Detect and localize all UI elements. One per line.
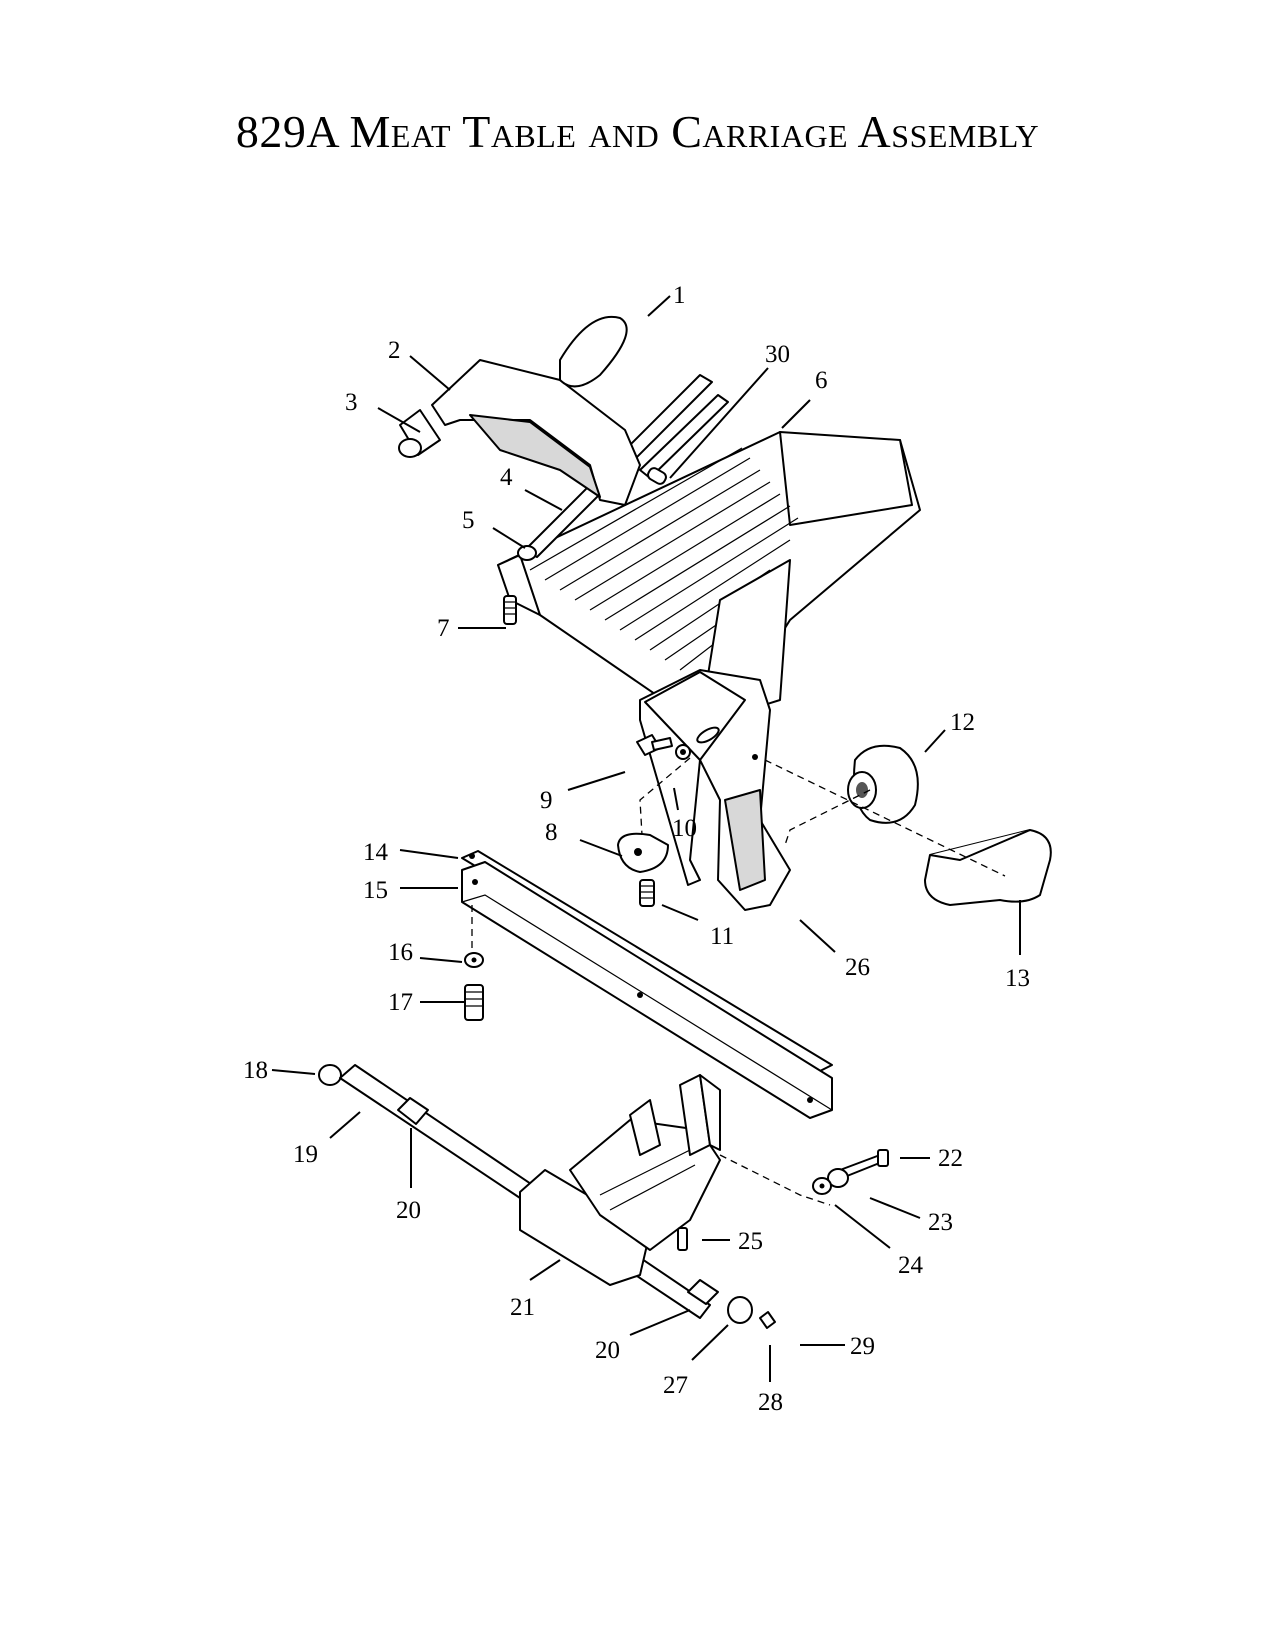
- callout-21: 21: [510, 1294, 535, 1321]
- callout-26: 26: [845, 954, 870, 981]
- carriage-bracket: [639, 669, 791, 911]
- carriage-body: [569, 1074, 831, 1251]
- callout-6: 6: [815, 367, 828, 394]
- callout-24: 24: [898, 1252, 924, 1279]
- knob-axis-line: [764, 759, 1006, 877]
- pin-30: [647, 467, 667, 485]
- callout-2: 2: [388, 337, 401, 364]
- screw-17: [464, 984, 484, 1021]
- callout-16: 16: [388, 939, 413, 966]
- callout-20b: 20: [595, 1337, 620, 1364]
- washer-16: [464, 952, 484, 968]
- callout-11: 11: [710, 923, 734, 950]
- knob-axis-line-2: [784, 789, 871, 846]
- callout-12: 12: [950, 709, 975, 736]
- cap-27: [727, 1296, 753, 1324]
- callout-20a: 20: [396, 1197, 421, 1224]
- carriage-shaft: [318, 1064, 776, 1329]
- clamp-hardware: [617, 734, 691, 907]
- spring-20b: [687, 1279, 719, 1305]
- callout-29: 29: [850, 1333, 875, 1360]
- rails: [461, 850, 833, 1119]
- knob-12: [847, 744, 919, 824]
- page-title: 829A Meat Table and Carriage Assembly: [235, 106, 1040, 157]
- callout-7: 7: [437, 615, 450, 642]
- callout-18: 18: [243, 1057, 268, 1084]
- callout-4: 4: [500, 464, 513, 491]
- sleeve-21: [519, 1169, 651, 1286]
- callout-14: 14: [363, 839, 389, 866]
- callout-1: 1: [673, 282, 686, 309]
- nut-23: [827, 1168, 849, 1188]
- callout-23: 23: [928, 1209, 953, 1236]
- callout-9: 9: [540, 787, 553, 814]
- washer-24: [812, 1177, 832, 1195]
- washer-18: [318, 1064, 342, 1086]
- screw-25: [677, 1227, 688, 1251]
- pin-28: [759, 1311, 776, 1329]
- callout-labels: 1 2 3 4 5 6 7 8 9 10 11 12 13 14 15 16 1…: [243, 282, 1030, 1416]
- bushing-3: [398, 438, 422, 458]
- callout-22: 22: [938, 1145, 963, 1172]
- leader-lines: [271, 295, 1021, 1382]
- callout-15: 15: [363, 877, 388, 904]
- callout-27: 27: [663, 1372, 688, 1399]
- screw-7: [503, 595, 517, 625]
- callout-5: 5: [462, 507, 475, 534]
- callout-8: 8: [545, 819, 558, 846]
- handle-bar: [398, 315, 641, 506]
- callout-28: 28: [758, 1389, 783, 1416]
- callout-30: 30: [765, 341, 790, 368]
- handle-13: [924, 829, 1052, 906]
- callout-3: 3: [345, 389, 358, 416]
- meat-table-tray: [497, 431, 921, 726]
- callout-13: 13: [1005, 965, 1030, 992]
- callout-19: 19: [293, 1141, 318, 1168]
- callout-10: 10: [672, 815, 697, 842]
- callout-25: 25: [738, 1228, 763, 1255]
- grip-1: [559, 315, 628, 388]
- callout-17: 17: [388, 989, 413, 1016]
